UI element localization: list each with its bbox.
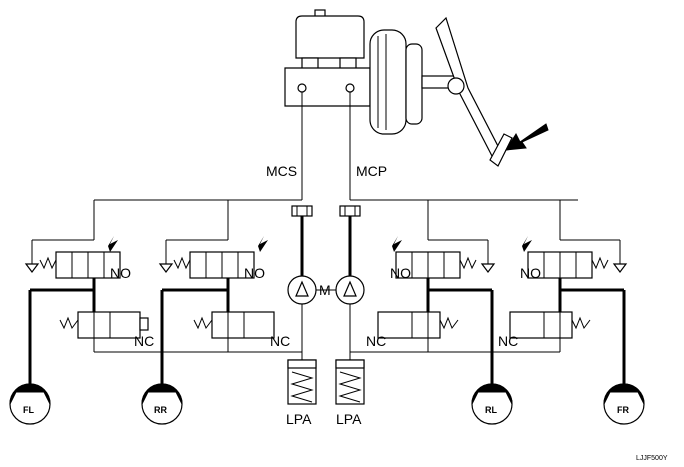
- motor-label: M: [319, 282, 331, 298]
- wheel-rl-label: RL: [485, 405, 497, 415]
- valve-no-label-rr: NO: [244, 265, 265, 281]
- valve-no-label-fl: NO: [110, 265, 131, 281]
- valve-group-rr: [158, 236, 275, 384]
- valve-group-rl: [377, 236, 496, 384]
- pump-right: [335, 275, 365, 305]
- lpa-right-label: LPA: [336, 411, 362, 427]
- mcp-label: MCP: [356, 163, 387, 179]
- lpa-left-label: LPA: [286, 411, 312, 427]
- wheel-fl: [9, 383, 51, 425]
- valve-nc-label-rl: NC: [366, 333, 386, 349]
- valve-group-fr: [509, 236, 628, 384]
- master-cylinder: [284, 9, 371, 107]
- wheel-fr-label: FR: [617, 405, 629, 415]
- wheel-fr: [603, 383, 645, 425]
- master-lines: [93, 92, 578, 360]
- brake-booster: [369, 29, 459, 135]
- arrow-icon: [505, 123, 549, 151]
- wheel-rl: [471, 383, 513, 425]
- wheel-rr-label: RR: [154, 405, 167, 415]
- mcs-label: MCS: [266, 163, 297, 179]
- figure-code: LJJF500Y: [636, 455, 668, 462]
- valve-no-label-rl: NO: [390, 265, 411, 281]
- valve-nc-label-fr: NC: [498, 333, 518, 349]
- wheel-fl-label: FL: [23, 405, 34, 415]
- pump-left: [287, 275, 317, 305]
- valve-nc-label-rr: NC: [270, 333, 290, 349]
- isolation-valve-right: [339, 205, 361, 217]
- lpa-left: [287, 359, 317, 405]
- wheel-rr: [141, 383, 183, 425]
- valve-no-label-fr: NO: [520, 265, 541, 281]
- lpa-right: [335, 359, 365, 405]
- brake-pedal-icon: [435, 16, 513, 167]
- isolation-valve-left: [291, 205, 313, 217]
- valve-nc-label-fl: NC: [134, 333, 154, 349]
- valve-group-fl: [24, 236, 149, 384]
